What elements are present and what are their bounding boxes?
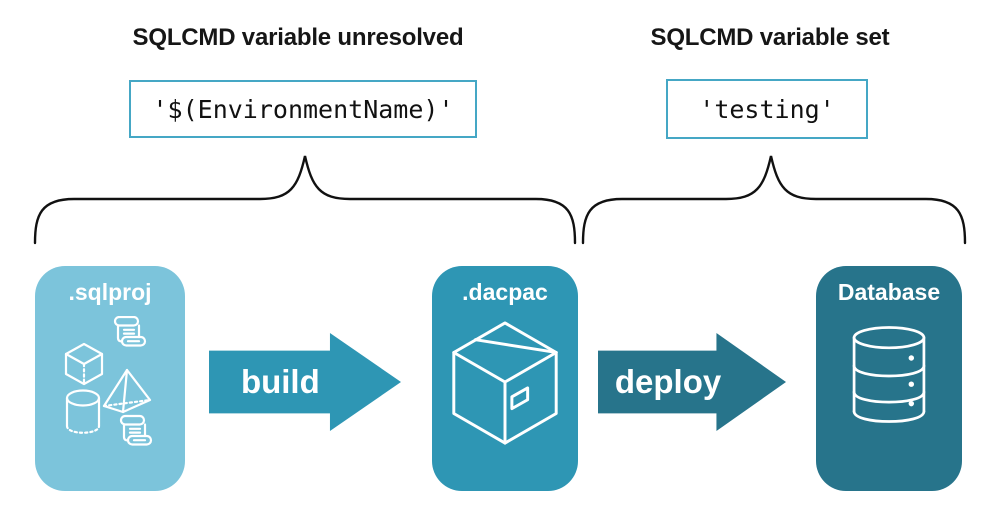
deploy-arrow-label: deploy — [614, 363, 722, 400]
pyramid-icon — [102, 368, 152, 414]
node-dacpac: .dacpac — [432, 266, 578, 491]
brace-right — [581, 155, 967, 245]
build-arrow: build — [209, 333, 401, 431]
scroll-icon — [113, 316, 147, 347]
database-cylinder-icon — [852, 326, 926, 423]
code-text-set: 'testing' — [699, 94, 835, 124]
node-database-label: Database — [837, 279, 941, 305]
node-sqlproj: .sqlproj — [35, 266, 185, 491]
package-box-icon — [452, 321, 558, 445]
code-text-unresolved: '$(EnvironmentName)' — [152, 94, 454, 124]
build-arrow-label: build — [240, 363, 320, 400]
code-box-unresolved: '$(EnvironmentName)' — [129, 80, 477, 138]
node-sqlproj-label: .sqlproj — [68, 279, 152, 305]
heading-set: SQLCMD variable set — [650, 24, 890, 51]
heading-unresolved: SQLCMD variable unresolved — [132, 24, 464, 51]
cube-icon — [64, 342, 104, 386]
cylinder-icon — [65, 389, 101, 434]
code-box-set: 'testing' — [666, 79, 868, 139]
node-database: Database — [816, 266, 962, 491]
scroll-icon — [119, 414, 153, 446]
sql-project-objects-icon — [64, 316, 153, 446]
brace-left — [33, 155, 577, 245]
node-dacpac-label: .dacpac — [462, 279, 548, 305]
deploy-arrow: deploy — [598, 333, 786, 431]
